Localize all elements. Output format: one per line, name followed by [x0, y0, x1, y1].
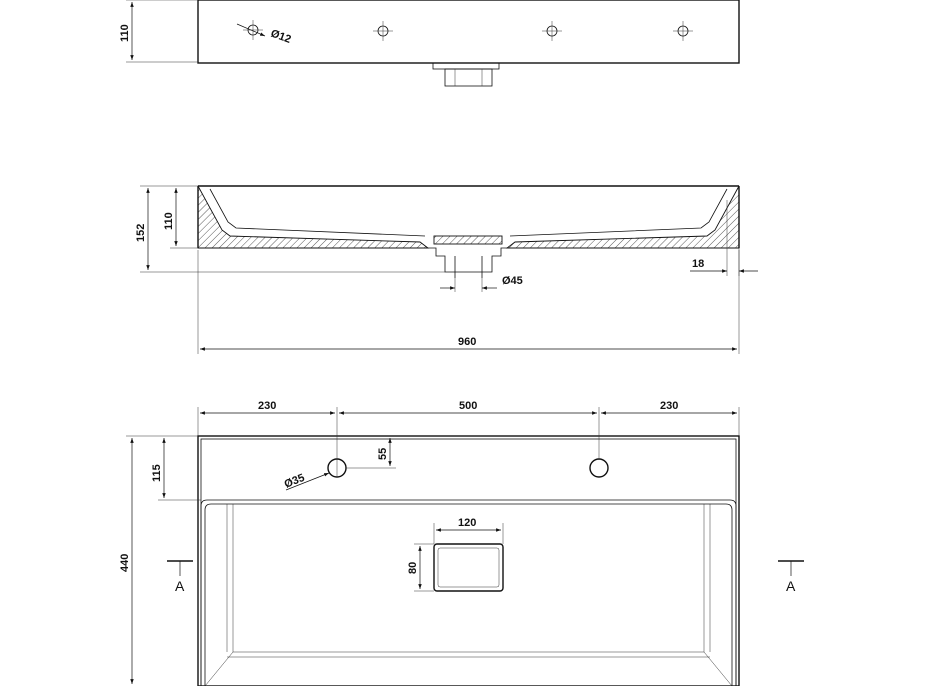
plan-basin-opening [200, 499, 737, 686]
plan-faucet-hole-right [589, 458, 609, 478]
section-width-label: 960 [458, 336, 476, 348]
rear-height-label: 110 [119, 24, 131, 42]
rear-drain-stub [432, 62, 500, 87]
svg-text:A: A [175, 578, 185, 594]
plan-view: 230 500 230 440 115 55 Ø35 120 80 A [119, 400, 804, 686]
plan-hole-diameter-label: Ø35 [283, 472, 307, 491]
section-wall-thickness-label: 18 [692, 258, 704, 270]
rear-view: Ø12 110 [119, 0, 740, 87]
plan-depth-label: 440 [119, 554, 131, 572]
mounting-hole-2 [373, 21, 393, 41]
plan-drain-height-label: 80 [407, 562, 419, 574]
svg-text:A: A [786, 578, 796, 594]
plan-hole-spacing-label: 500 [459, 400, 477, 412]
plan-outer-outline [197, 435, 740, 686]
plan-right-offset-label: 230 [660, 400, 678, 412]
rear-hole-diameter-label: Ø12 [269, 28, 293, 46]
plan-deck-depth-label: 115 [151, 464, 163, 482]
plan-left-offset-label: 230 [258, 400, 276, 412]
section-marker-right: A [778, 560, 804, 594]
mounting-hole-3 [542, 21, 562, 41]
mounting-hole-1 [243, 20, 263, 40]
plan-hole-offset-label: 55 [377, 448, 389, 460]
mounting-hole-4 [673, 21, 693, 41]
section-drain-diameter-label: Ø45 [502, 275, 523, 287]
plan-drain-cover [433, 543, 504, 592]
section-right-wall [505, 185, 740, 249]
plan-drain-width-label: 120 [458, 517, 476, 529]
section-marker-left: A [167, 560, 193, 594]
section-view: 152 110 Ø45 18 960 [135, 185, 758, 354]
section-total-height-label: 152 [135, 224, 147, 242]
section-bowl-height-label: 110 [163, 212, 175, 230]
section-left-wall [197, 185, 430, 249]
section-drain [428, 235, 507, 278]
